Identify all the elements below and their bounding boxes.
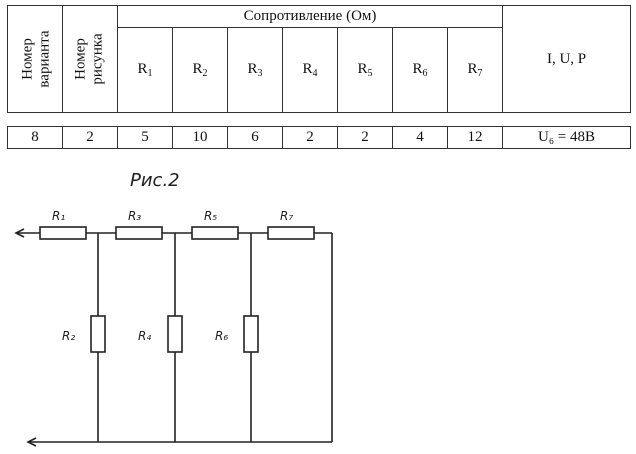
r4-value: 2 [282, 126, 338, 149]
resistor-r5 [191, 226, 239, 240]
r1-header: R1 [117, 27, 173, 113]
resistance-group-header: Сопротивление (Ом) [116, 4, 504, 29]
figure-caption: Рис.2 [130, 170, 180, 191]
label-r7: R₇ [280, 209, 293, 223]
r6-value: 4 [392, 126, 448, 149]
r7-value: 12 [447, 126, 503, 149]
r3-value: 6 [227, 126, 283, 149]
label-r6: R₆ [215, 329, 228, 343]
label-r2: R₂ [62, 329, 75, 343]
resistor-r1 [39, 226, 87, 240]
variant-cell: 8 [7, 126, 63, 149]
r4-header: R4 [282, 27, 338, 113]
given-value: U₆ = 48В [502, 126, 631, 149]
resistor-r2 [90, 315, 106, 353]
r2-header: R2 [172, 27, 228, 113]
resistor-r4 [167, 315, 183, 353]
resistor-r7 [267, 226, 315, 240]
resistor-r3 [115, 226, 163, 240]
r5-value: 2 [337, 126, 393, 149]
circuit-diagram: Рис.2 R₁ R₃ R₅ R₇ R₂ R₄ R₆ [14, 170, 333, 447]
label-r3: R₃ [128, 209, 141, 223]
label-r4: R₄ [138, 329, 151, 343]
r3-header: R3 [227, 27, 283, 113]
r7-header: R7 [446, 27, 504, 113]
label-r1: R₁ [52, 209, 65, 223]
label-r5: R₅ [204, 209, 217, 223]
r6-header: R6 [392, 27, 448, 113]
input-arrow-bottom [26, 437, 37, 447]
resistor-r6 [243, 315, 259, 353]
r5-header: R5 [337, 27, 393, 113]
table-row: 8 2 5 10 6 2 2 4 12 U₆ = 48В [7, 126, 631, 149]
input-arrow-top [14, 228, 25, 238]
figure-cell: 2 [62, 126, 118, 149]
data-table: 8 2 5 10 6 2 2 4 12 U₆ = 48В [7, 126, 631, 149]
iup-header: I, U, P [502, 5, 632, 113]
r1-value: 5 [117, 126, 173, 149]
r2-value: 10 [172, 126, 228, 149]
